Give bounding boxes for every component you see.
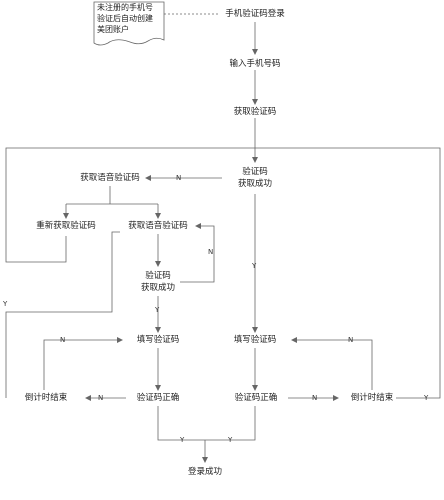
note-line-1: 未注册的手机号: [97, 3, 153, 12]
label-y-right-loop: Y: [424, 394, 429, 402]
label-n-correct-right: N: [312, 394, 318, 402]
node-countdown-left: 倒计时结束: [24, 393, 68, 403]
label-y-merge-right: Y: [228, 436, 233, 444]
node-code-correct-right: 验证码正确: [234, 393, 278, 403]
node-code-correct-left: 验证码正确: [136, 393, 180, 403]
node-countdown-right: 倒计时结束: [350, 393, 394, 403]
note-line-3: 美团账户: [97, 25, 129, 34]
label-n-voice-loop: N: [208, 248, 214, 256]
edge-merge-right: [205, 406, 256, 441]
node-login: 手机验证码登录: [225, 9, 285, 19]
label-n-fill-left: N: [60, 336, 66, 344]
node-voice-success-line-1: 验证码: [145, 271, 171, 281]
edge-countdownleft-n-loop: [43, 337, 123, 390]
node-fill-code-right: 填写验证码: [233, 335, 277, 345]
node-voice-code-left: 获取语音验证码: [80, 173, 140, 183]
label-y-voice: Y: [155, 306, 160, 314]
edge-outer-left-loop: [5, 147, 255, 263]
label-n-fill-right: N: [348, 336, 354, 344]
edge-outer-right-loop: [255, 147, 441, 399]
edge-voice-n-loop: [180, 223, 215, 283]
label-n-voice: N: [176, 174, 182, 182]
edge-countdownright-n-loop: [291, 337, 373, 390]
note-box: 未注册的手机号 验证后自动创建 美团账户: [94, 2, 164, 44]
node-code-success-line-2: 获取成功: [237, 179, 272, 189]
label-y-merge-left: Y: [180, 436, 185, 444]
node-voice-code-mid: 获取语音验证码: [128, 221, 188, 231]
label-y-left-loop: Y: [3, 300, 8, 308]
node-code-success-line-1: 验证码: [242, 167, 268, 177]
node-login-success: 登录成功: [187, 467, 222, 477]
label-y-main: Y: [252, 262, 257, 270]
node-input-phone: 输入手机号码: [229, 59, 281, 69]
edge-reget-loop: [5, 231, 120, 398]
node-voice-success-line-2: 获取成功: [140, 283, 175, 293]
edge-merge-left: [157, 406, 205, 441]
node-reget-code: 重新获取验证码: [36, 221, 96, 231]
node-fill-code-left: 填写验证码: [136, 335, 180, 345]
note-line-2: 验证后自动创建: [97, 14, 153, 23]
label-n-correct-left: N: [98, 394, 104, 402]
node-voice-success: 验证码 获取成功: [128, 270, 188, 294]
node-get-code: 获取验证码: [233, 107, 277, 117]
note-shape: [93, 1, 165, 46]
node-code-success: 验证码 获取成功: [224, 166, 286, 190]
